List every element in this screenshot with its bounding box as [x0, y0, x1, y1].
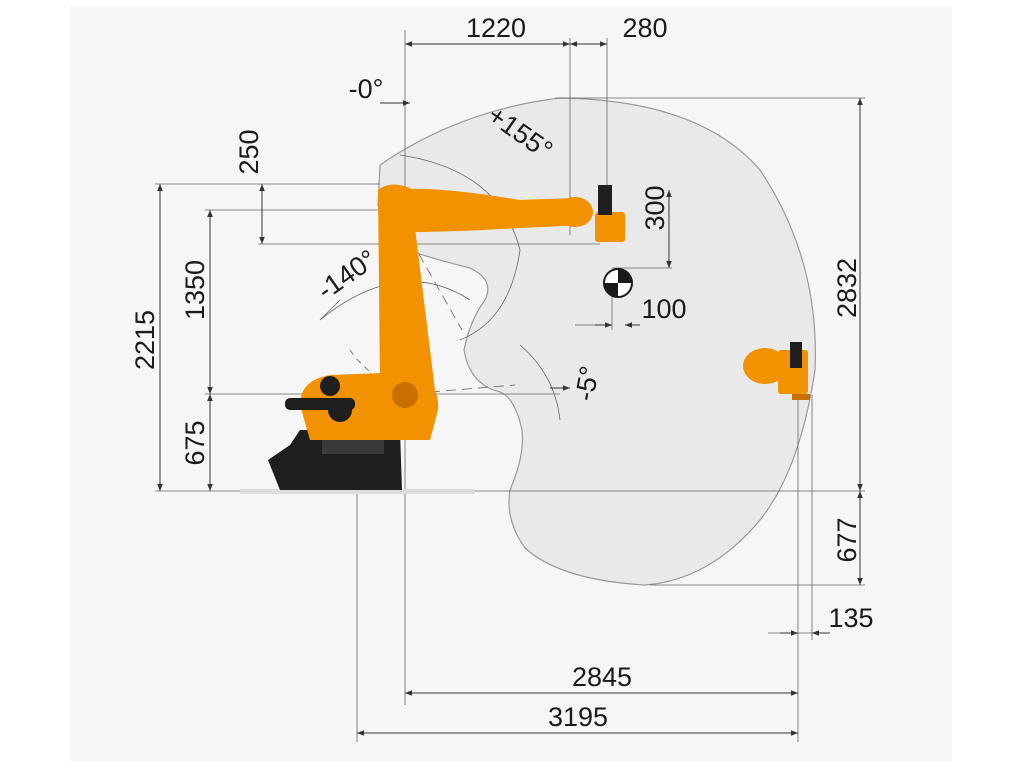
dim-label-300: 300 [640, 185, 670, 230]
dim-label-135: 135 [828, 603, 873, 633]
dim-label-3195: 3195 [548, 702, 608, 732]
dim-label-1350: 1350 [180, 260, 210, 320]
dim-label-2845: 2845 [572, 662, 632, 692]
angle-label-neg5: -5° [569, 364, 605, 403]
inner-arc-d [349, 349, 376, 376]
angle140-tick [319, 299, 341, 321]
robot-lower-arm [378, 184, 435, 410]
robot-wrist [557, 197, 593, 227]
axis2-ref-dashed [429, 384, 516, 393]
dim-label-675: 675 [180, 420, 210, 465]
dim-label-2832: 2832 [832, 258, 862, 318]
dim-label-250: 250 [234, 129, 264, 174]
dim-label-280: 280 [622, 13, 667, 43]
center-of-gravity-icon [603, 268, 633, 298]
dim-label-100: 100 [641, 294, 686, 324]
robot-upper-arm [394, 188, 587, 232]
inner-arc-c [519, 344, 561, 421]
angle-label-neg0: -0° [349, 74, 384, 104]
dim-label-677: 677 [832, 517, 862, 562]
dim-label-2215: 2215 [130, 310, 160, 370]
industrial-robot-icon [268, 184, 625, 490]
floor-plate [240, 489, 475, 494]
dim-label-1220: 1220 [466, 13, 526, 43]
wrist-far-position [743, 342, 810, 400]
